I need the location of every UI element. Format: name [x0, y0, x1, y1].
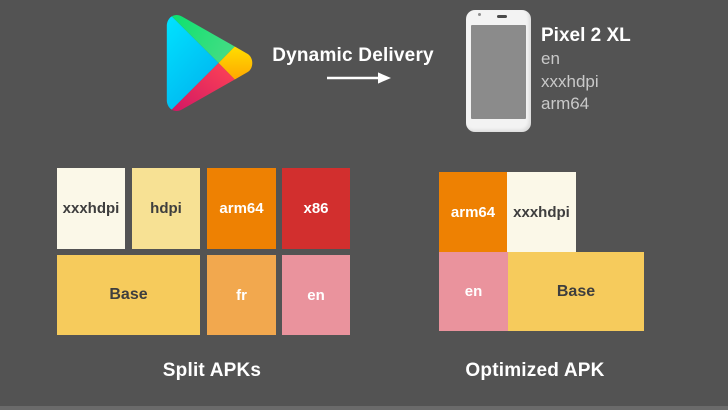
device-info: Pixel 2 XL en xxxhdpi arm64	[541, 24, 631, 116]
split-box-fr: fr	[207, 255, 276, 335]
split-apks-caption: Split APKs	[162, 360, 262, 381]
bottom-edge-strip	[0, 406, 728, 410]
right-arrow-icon	[327, 72, 391, 84]
dynamic-delivery-title: Dynamic Delivery	[272, 45, 434, 66]
split-box-hdpi: hdpi	[132, 168, 200, 249]
split-box-base: Base	[57, 255, 200, 335]
device-spec-abi: arm64	[541, 94, 590, 113]
pixel-phone-illustration	[466, 10, 531, 132]
optimized-box-base: Base	[508, 252, 644, 331]
split-box-en: en	[282, 255, 350, 335]
split-box-arm64: arm64	[207, 168, 276, 249]
split-box-xxxhdpi: xxxhdpi	[57, 168, 125, 249]
phone-speaker-icon	[497, 15, 507, 18]
optimized-box-en: en	[439, 252, 508, 331]
optimized-box-xxxhdpi: xxxhdpi	[507, 172, 576, 252]
device-spec-density: xxxhdpi	[541, 71, 599, 91]
phone-camera-icon	[478, 12, 481, 16]
phone-screen	[471, 25, 526, 119]
optimized-box-arm64: arm64	[439, 172, 507, 252]
split-box-x86: x86	[282, 168, 350, 249]
optimized-apk-caption: Optimized APK	[465, 360, 605, 381]
device-spec-language: en	[541, 49, 560, 68]
device-name: Pixel 2 XL	[541, 25, 631, 46]
google-play-icon	[166, 15, 253, 111]
